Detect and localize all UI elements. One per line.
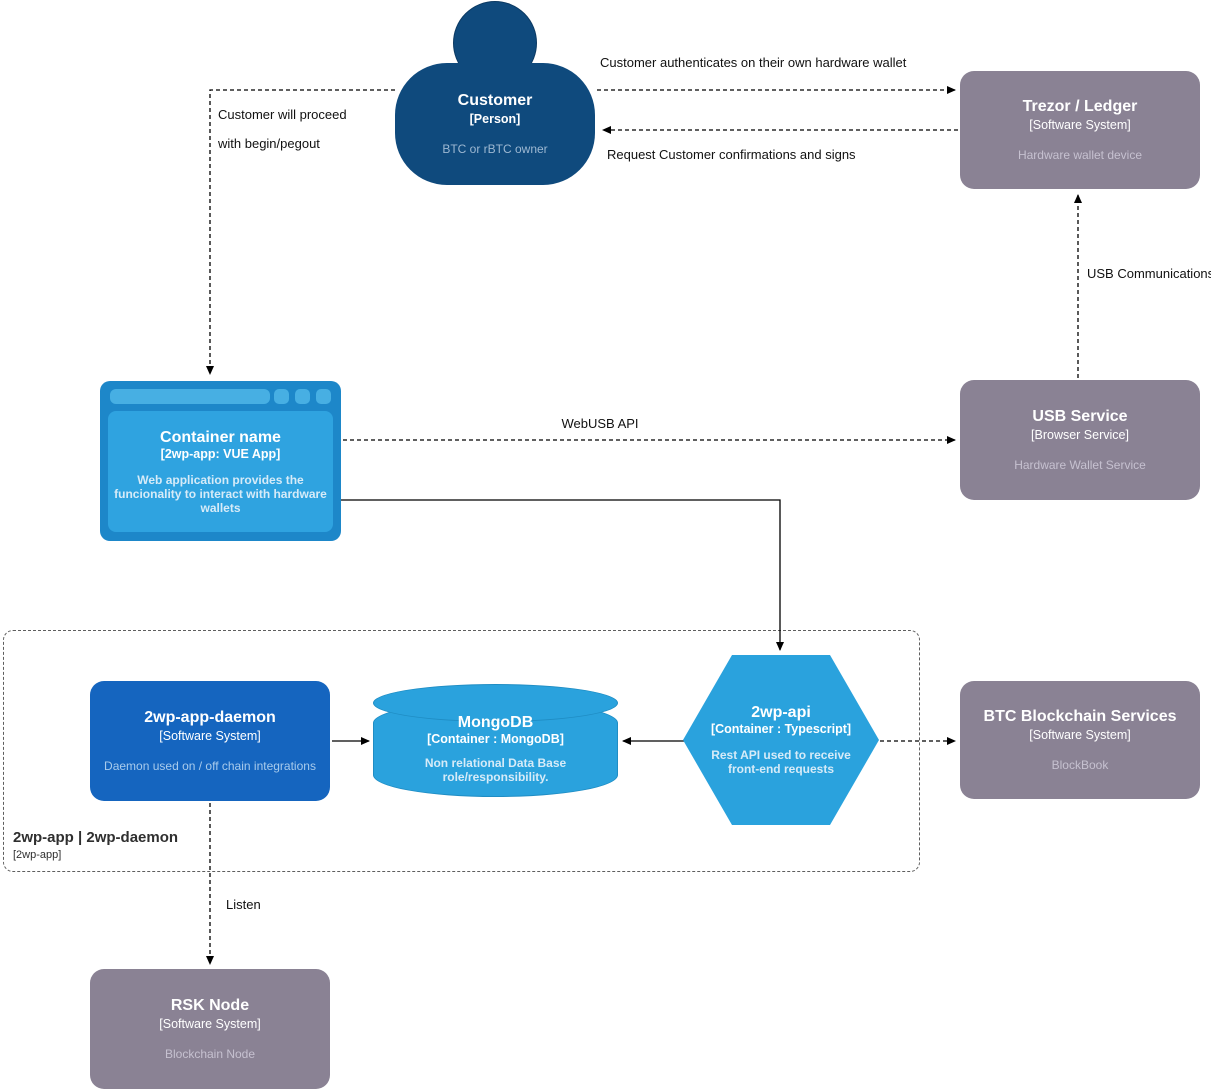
customer-title: Customer [457,91,533,109]
boundary-title: 2wp-app | 2wp-daemon [13,829,179,846]
container-desc: Web application provides the funcionalit… [114,472,327,515]
customer-type: [Person] [469,111,521,126]
node-customer: Customer [Person] BTC or rBTC owner [395,63,595,185]
mongodb-type: [Container : MongoDB] [427,732,564,746]
node-2wp-app-daemon: 2wp-app-daemon [Software System] Daemon … [90,681,330,801]
browser-address-bar [110,389,270,404]
edge-label-usb-communications: USB Communications [1087,266,1211,281]
rsk-type: [Software System] [159,1016,261,1031]
rsk-desc: Blockchain Node [164,1047,256,1062]
api-type: [Container : Typescript] [710,722,852,736]
browser-content-panel: Container name [2wp-app: VUE App] Web ap… [108,411,333,532]
node-2wp-app-container: Container name [2wp-app: VUE App] Web ap… [100,381,341,541]
api-title: 2wp-api [751,704,811,721]
node-rsk-node: RSK Node [Software System] Blockchain No… [90,969,330,1089]
btc-type: [Software System] [1029,727,1131,742]
browser-button-1 [274,389,289,404]
node-btc-blockchain-services: BTC Blockchain Services [Software System… [960,681,1200,799]
usb-type: [Browser Service] [1031,427,1129,442]
browser-button-2 [295,389,310,404]
trezor-title: Trezor / Ledger [1022,97,1138,115]
node-trezor-ledger: Trezor / Ledger [Software System] Hardwa… [960,71,1200,189]
container-title: Container name [160,428,281,446]
trezor-desc: Hardware wallet device [1017,148,1143,163]
btc-title: BTC Blockchain Services [983,707,1177,725]
rsk-title: RSK Node [170,996,250,1014]
node-usb-service: USB Service [Browser Service] Hardware W… [960,380,1200,500]
mongodb-title: MongoDB [457,714,534,731]
daemon-type: [Software System] [159,728,261,743]
daemon-title: 2wp-app-daemon [144,708,276,726]
edge-label-proceed-line1: Customer will proceed [218,107,347,122]
usb-title: USB Service [1032,407,1128,425]
edge-label-listen: Listen [226,897,261,912]
browser-button-3 [316,389,331,404]
node-mongodb: MongoDB [Container : MongoDB] Non relati… [373,684,618,797]
mongodb-cylinder-rim [373,684,618,722]
edge-label-request-sign: Request Customer confirmations and signs [607,147,856,162]
customer-desc: BTC or rBTC owner [442,142,548,157]
edge-label-webusb-api: WebUSB API [561,416,639,431]
btc-desc: BlockBook [1051,758,1109,773]
api-desc: Rest API used to receive front-end reque… [711,748,851,776]
daemon-desc: Daemon used on / off chain integrations [104,759,316,774]
container-type: [2wp-app: VUE App] [160,446,281,461]
node-2wp-api: 2wp-api [Container : Typescript] Rest AP… [683,655,879,825]
usb-desc: Hardware Wallet Service [1014,458,1146,473]
boundary-type: [2wp-app] [13,849,62,861]
trezor-type: [Software System] [1029,117,1131,132]
edge-label-proceed-line2: with begin/pegout [218,136,320,151]
mongodb-desc: Non relational Data Base role/responsibi… [424,756,567,784]
edge-label-authenticate: Customer authenticates on their own hard… [600,55,907,70]
